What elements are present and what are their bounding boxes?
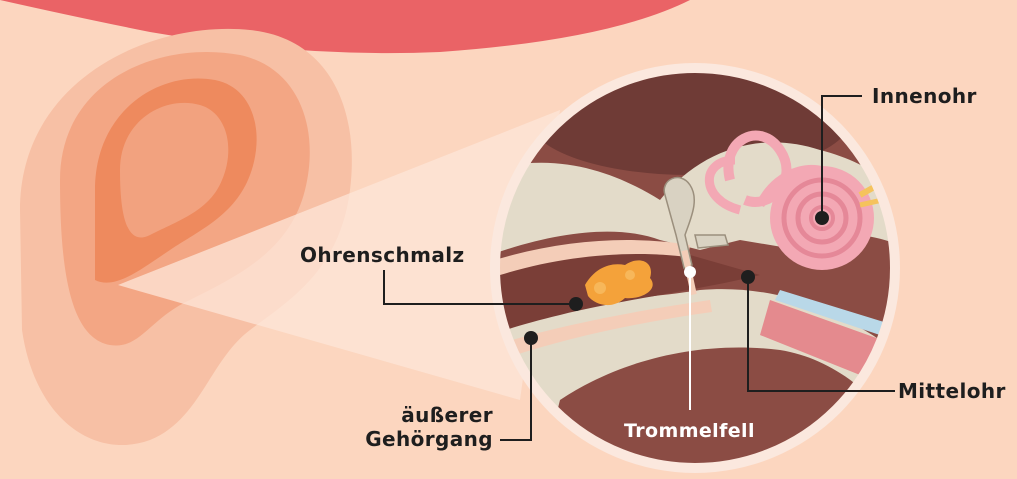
label-earwax: Ohrenschmalz (300, 245, 465, 265)
dot-middle-ear (741, 270, 755, 284)
label-middle-ear: Mittelohr (898, 381, 1006, 401)
top-banner-shape (0, 0, 690, 53)
dot-ear-canal (524, 331, 538, 345)
magnified-ear-view (490, 60, 910, 479)
dot-earwax (569, 297, 583, 311)
label-eardrum: Trommelfell (624, 422, 755, 441)
label-ear-canal: äußerer Gehörgang (358, 403, 493, 451)
dot-eardrum (684, 266, 696, 278)
label-inner-ear: Innenohr (872, 86, 977, 106)
label-ear-canal-line1: äußerer (401, 403, 493, 427)
dot-inner-ear (815, 211, 829, 225)
label-ear-canal-line2: Gehörgang (365, 427, 493, 451)
